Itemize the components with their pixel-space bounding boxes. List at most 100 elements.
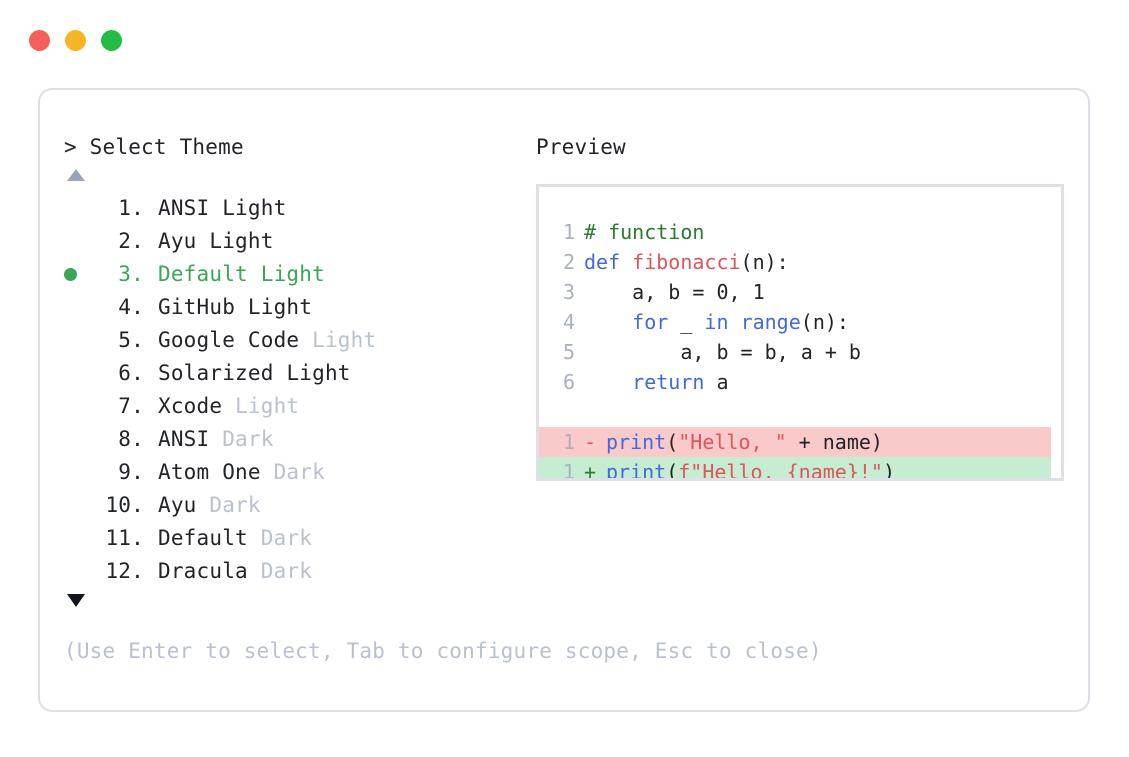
- code-line-text: def fibonacci(n):: [584, 247, 789, 277]
- diff-sign: -: [584, 430, 597, 454]
- theme-item-number: 10.: [105, 493, 144, 517]
- code-token: ): [882, 460, 896, 481]
- theme-item-number: 2.: [105, 229, 144, 253]
- minimize-window-button[interactable]: [65, 30, 86, 51]
- theme-item-number: 7.: [105, 394, 144, 418]
- theme-item-variant: Light: [247, 295, 313, 319]
- theme-item-spacer: [248, 258, 261, 291]
- theme-item-variant: Dark: [273, 460, 325, 484]
- selection-indicator: [64, 489, 90, 522]
- maximize-window-button[interactable]: [101, 30, 122, 51]
- theme-item-spacer: [261, 456, 274, 489]
- theme-list-item[interactable]: 5.Google Code Light: [64, 324, 532, 357]
- code-line-text: # function: [584, 217, 704, 247]
- selection-indicator: [64, 357, 90, 390]
- theme-list-item[interactable]: 10. Ayu Dark: [64, 489, 532, 522]
- theme-item-name: Google Code: [158, 328, 300, 352]
- theme-item-number: 5.: [105, 328, 144, 352]
- code-token: a: [704, 370, 729, 394]
- code-token: (: [666, 430, 679, 454]
- theme-item-spacer: [197, 489, 210, 522]
- theme-item-variant: Dark: [222, 427, 274, 451]
- scroll-up-arrow-icon[interactable]: [67, 169, 85, 181]
- line-number: 1: [562, 460, 575, 481]
- selection-indicator: [64, 291, 90, 324]
- line-number: 3: [562, 280, 575, 304]
- theme-list-item[interactable]: 1.ANSI Light: [64, 192, 532, 225]
- code-token: print: [606, 430, 667, 454]
- theme-picker-card: > Select Theme 1.ANSI Light 2. Ayu Light …: [38, 88, 1090, 712]
- code-line: 3 a, b = 0, 1: [539, 277, 1061, 307]
- code-line: 2 def fibonacci(n):: [539, 247, 1061, 277]
- theme-list-item[interactable]: 3.Default Light: [64, 258, 532, 291]
- code-token: [584, 310, 632, 334]
- theme-item-spacer: [274, 357, 287, 390]
- theme-list-item[interactable]: 12.Dracula Dark: [64, 555, 532, 588]
- selection-indicator: [64, 456, 90, 489]
- line-number: 6: [562, 370, 575, 394]
- selection-indicator: [64, 522, 90, 555]
- close-window-button[interactable]: [29, 30, 50, 51]
- page-title: > Select Theme: [64, 135, 244, 159]
- code-token: return: [632, 370, 705, 394]
- code-token: fibonacci: [632, 250, 741, 274]
- theme-item-spacer: [209, 423, 222, 456]
- theme-list-item[interactable]: 4.GitHub Light: [64, 291, 532, 324]
- theme-item-name: Default: [158, 262, 248, 286]
- theme-list-item[interactable]: 11.Default Dark: [64, 522, 532, 555]
- theme-item-name: Ayu: [158, 493, 197, 517]
- line-number: 2: [562, 250, 575, 274]
- selected-bullet-icon: [64, 268, 77, 281]
- diff-removed-line: 1-print("Hello, " + name): [539, 427, 1051, 457]
- theme-item-name: ANSI: [158, 427, 210, 451]
- theme-item-name: ANSI: [158, 196, 210, 220]
- selection-indicator: [64, 192, 90, 225]
- code-line: 4 for _ in range(n):: [539, 307, 1061, 337]
- code-line: 1 # function: [539, 217, 1061, 247]
- scroll-down-arrow-icon[interactable]: [67, 594, 85, 607]
- theme-list-item[interactable]: 8.ANSI Dark: [64, 423, 532, 456]
- code-token: + name): [786, 430, 883, 454]
- diff-added-line: 1+print(f"Hello, {name}!"): [539, 457, 1051, 481]
- theme-list-item[interactable]: 6.Solarized Light: [64, 357, 532, 390]
- code-line-text: return a: [584, 367, 729, 397]
- theme-item-variant: Dark: [209, 493, 261, 517]
- code-line: 6 return a: [539, 367, 1061, 397]
- theme-list-item[interactable]: 9.Atom One Dark: [64, 456, 532, 489]
- line-number: 5: [562, 340, 575, 364]
- theme-list: 1.ANSI Light 2. Ayu Light 3. Default Light…: [64, 192, 532, 588]
- theme-list-item[interactable]: 2.Ayu Light: [64, 225, 532, 258]
- theme-item-number: 9.: [105, 460, 144, 484]
- code-token: a, b = 0, 1: [584, 280, 765, 304]
- line-number: 1: [562, 220, 575, 244]
- code-gap: [539, 397, 1061, 427]
- theme-item-name: Ayu: [158, 229, 197, 253]
- theme-item-variant: Light: [222, 196, 287, 220]
- theme-item-number: 4.: [105, 295, 144, 319]
- line-number: 1: [562, 430, 575, 454]
- code-line-text: print(f"Hello, {name}!"): [606, 457, 896, 481]
- theme-item-spacer: [197, 225, 210, 258]
- selection-indicator: [64, 423, 90, 456]
- theme-item-variant: Dark: [260, 526, 313, 550]
- code-token: for: [632, 310, 669, 334]
- theme-item-name: Dracula: [158, 559, 248, 583]
- theme-item-name: Solarized: [158, 361, 274, 385]
- theme-item-spacer: [222, 390, 235, 423]
- code-token: f"Hello, {name}!": [678, 460, 883, 481]
- theme-item-number: 11.: [105, 526, 144, 550]
- theme-item-spacer: [299, 324, 312, 357]
- preview-title: Preview: [536, 135, 626, 159]
- theme-item-number: 3.: [105, 262, 144, 286]
- window-controls: [29, 30, 122, 51]
- theme-item-spacer: [248, 522, 261, 555]
- code-line: 5 a, b = b, a + b: [539, 337, 1061, 367]
- code-line-text: print("Hello, " + name): [606, 427, 883, 457]
- theme-item-variant: Light: [235, 394, 300, 418]
- theme-item-variant: Light: [286, 361, 351, 385]
- theme-item-number: 12.: [105, 559, 144, 583]
- code-token: _: [668, 310, 705, 334]
- theme-list-item[interactable]: 7.Xcode Light: [64, 390, 532, 423]
